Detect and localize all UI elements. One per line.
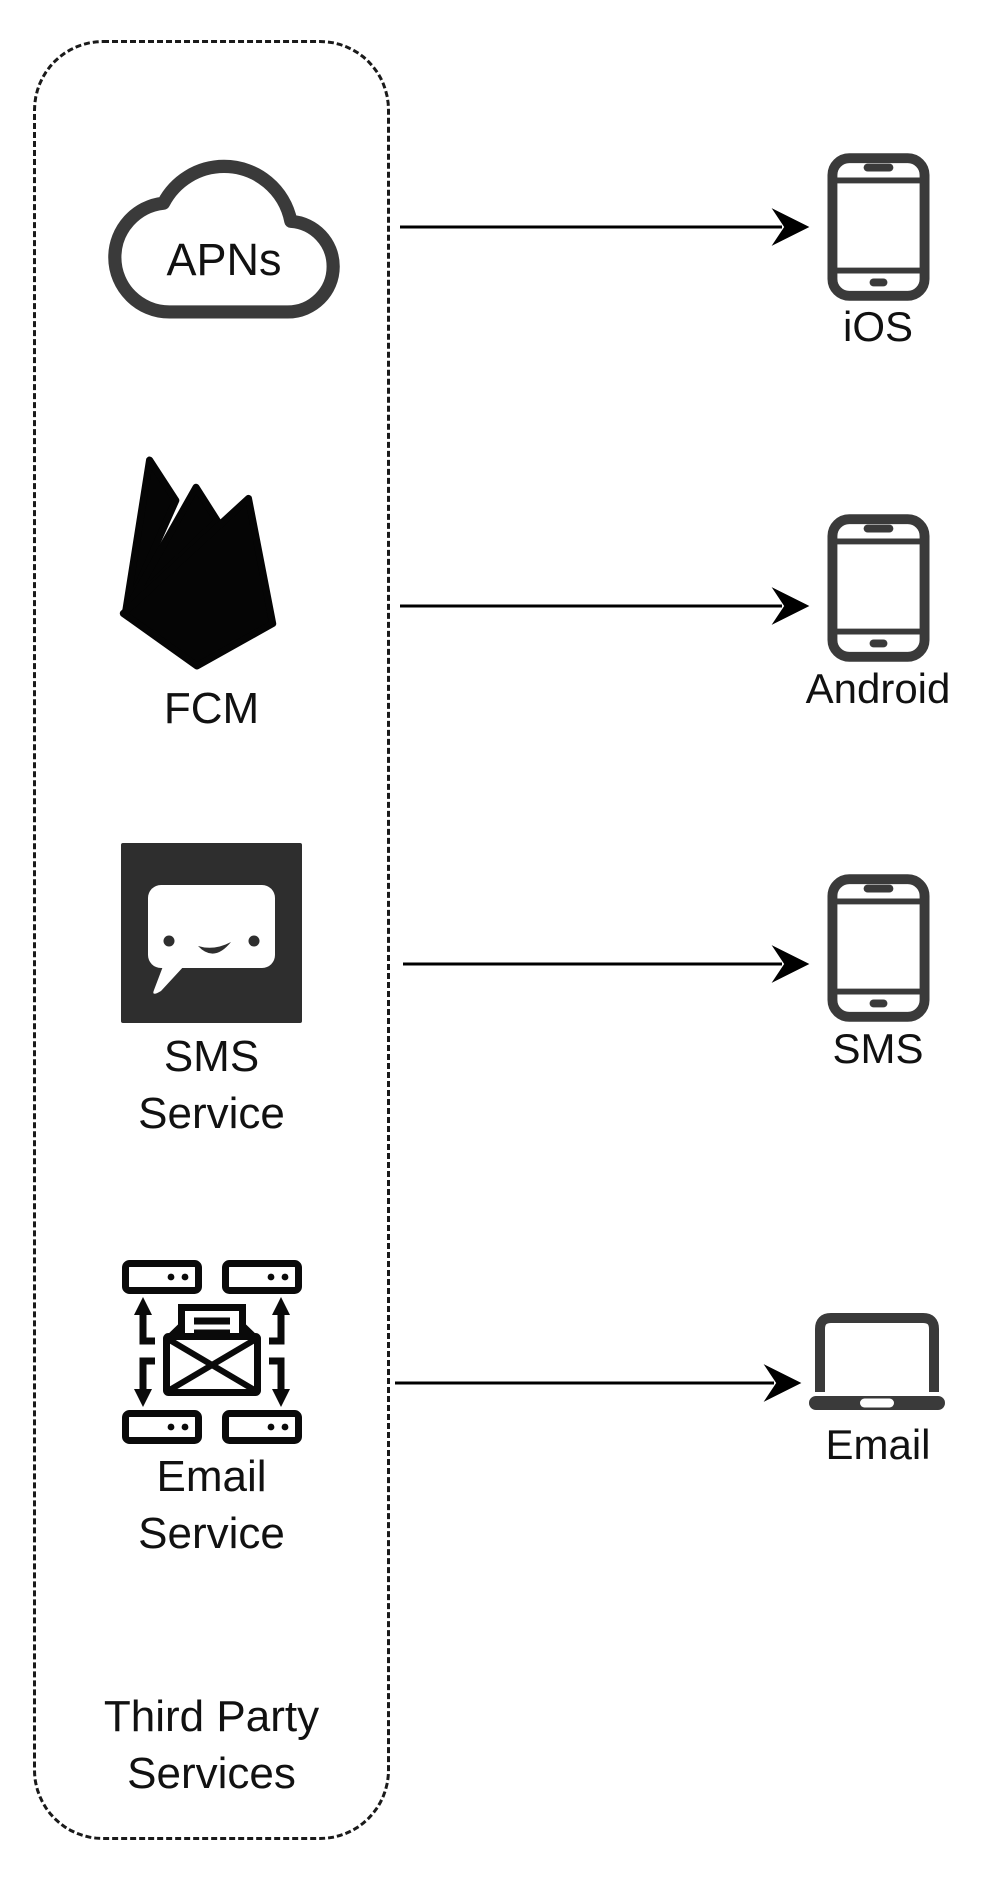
service-label-email: Email Service [33,1448,390,1562]
smartphone-icon [827,874,930,1022]
service-label-email-line2: Service [138,1509,285,1558]
client-label-sms: SMS [832,1025,924,1072]
fcm-node [113,452,281,672]
cloud-icon [108,159,340,319]
arrow-fcm-to-android [400,587,810,625]
ios-device-node [827,152,930,302]
service-label-fcm: FCM [163,684,260,733]
chat-bubble-icon [121,843,302,1023]
email-server-icon [122,1260,302,1444]
service-label-apns: APNs [166,234,282,285]
sms-device-node [827,873,930,1023]
smartphone-icon [827,514,930,662]
arrow-apns-to-ios [400,208,810,246]
caption-line1: Third Party [103,1692,320,1741]
service-label-sms-line1: SMS [163,1032,260,1081]
service-label-sms: SMS Service [33,1028,390,1142]
email-device-node [806,1312,948,1414]
firebase-icon [119,456,277,670]
laptop-icon [809,1313,945,1410]
service-label-sms-line2: Service [138,1089,285,1138]
smartphone-icon [827,153,930,301]
caption-line2: Services [127,1749,296,1798]
client-label-email: Email [825,1421,931,1468]
third-party-services-caption: Third Party Services [33,1688,390,1802]
arrow-emailservice-to-email [395,1364,802,1402]
client-label-ios: iOS [842,303,913,350]
service-label-email-line1: Email [156,1452,267,1501]
arrow-smsservice-to-sms [403,945,810,983]
third-party-services-container [33,40,390,1840]
apns-node: APNs [103,150,345,350]
client-label-android: Android [805,665,951,712]
sms-service-node [121,843,302,1023]
email-service-node [122,1256,302,1448]
android-device-node [827,513,930,663]
